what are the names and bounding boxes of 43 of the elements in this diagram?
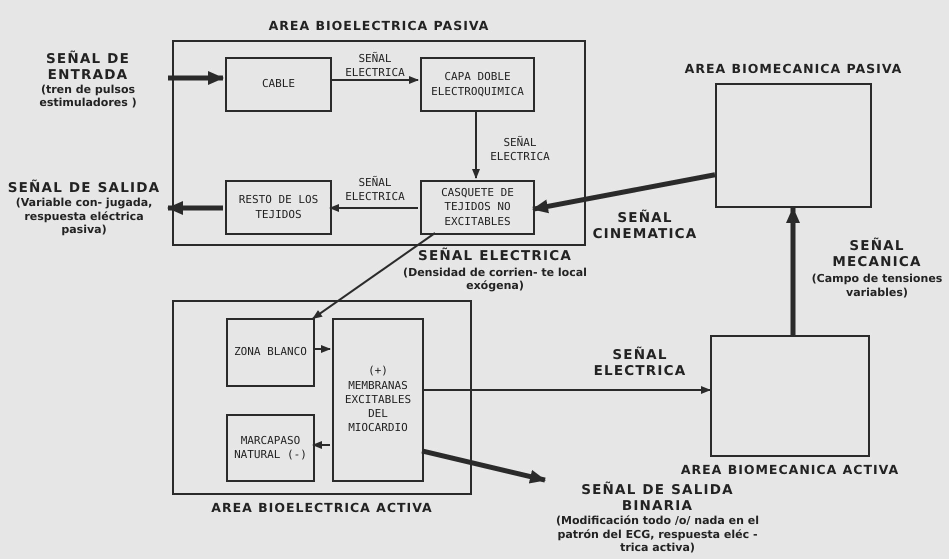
block-label: RESTO DE LOS TEJIDOS bbox=[238, 193, 320, 222]
block-label: CAPA DOBLE ELECTROQUIMICA bbox=[430, 70, 525, 99]
arrow bbox=[330, 76, 419, 84]
arrow bbox=[472, 110, 480, 179]
area-heading: AREA BIOMECANICA PASIVA bbox=[684, 61, 902, 76]
arrow bbox=[312, 441, 330, 449]
signal-title: SEÑAL DE SALIDA bbox=[8, 180, 160, 196]
edge-label: SEÑAL ELECTRICA bbox=[592, 347, 688, 380]
arrow bbox=[532, 172, 716, 214]
arrow bbox=[421, 448, 546, 484]
arrow bbox=[422, 386, 711, 394]
signal-description: (Modificación todo /o/ nada en el patrón del ECG, respuesta eléc - trica activa) bbox=[554, 514, 760, 554]
arrow bbox=[168, 71, 224, 85]
area-heading: AREA BIOELECTRICA PASIVA bbox=[268, 18, 490, 33]
edge-label: SEÑAL CINEMATICA bbox=[592, 210, 698, 242]
block-label: (+) MEMBRANAS EXCITABLES DEL MIOCARDIO bbox=[344, 364, 412, 436]
process-box bbox=[332, 318, 424, 482]
area-heading: AREA BIOELECTRICA ACTIVA bbox=[211, 500, 433, 515]
block-label: ZONA BLANCO bbox=[233, 345, 308, 360]
edge-label: SEÑAL ELECTRICA (Densidad de corrien- te local exógena) bbox=[402, 248, 588, 293]
edge-label: SEÑAL ELECTRICA bbox=[344, 52, 406, 81]
area-heading: AREA BIOMECANICA ACTIVA bbox=[680, 462, 900, 477]
process-box bbox=[225, 57, 332, 112]
process-box bbox=[225, 180, 332, 235]
process-box bbox=[226, 318, 315, 387]
signal-description: (tren de pulsos estimuladores ) bbox=[38, 83, 138, 110]
arrow bbox=[167, 201, 223, 215]
signal-title: SEÑAL DE ENTRADA bbox=[44, 50, 132, 83]
arrow bbox=[329, 204, 418, 212]
edge-label: SEÑAL MECANICA (Campo de tensiones variables) bbox=[810, 238, 944, 299]
process-box bbox=[420, 180, 535, 235]
edge-label: SEÑAL ELECTRICA bbox=[344, 176, 406, 205]
block-label: MARCAPASO NATURAL (-) bbox=[233, 434, 308, 462]
arrow bbox=[313, 345, 331, 353]
arrow bbox=[312, 232, 436, 320]
signal-title: SEÑAL DE SALIDA BINARIA bbox=[580, 482, 735, 514]
process-box bbox=[420, 57, 535, 112]
arrow bbox=[786, 207, 800, 335]
block-label: CASQUETE DE TEJIDOS NO EXCITABLES bbox=[440, 186, 515, 229]
signal-description: (Variable con- jugada, respuesta eléctrica pasiva) bbox=[14, 196, 154, 236]
block-label: CABLE bbox=[260, 77, 296, 92]
process-box bbox=[226, 414, 315, 482]
edge-label: SEÑAL ELECTRICA bbox=[489, 136, 551, 165]
